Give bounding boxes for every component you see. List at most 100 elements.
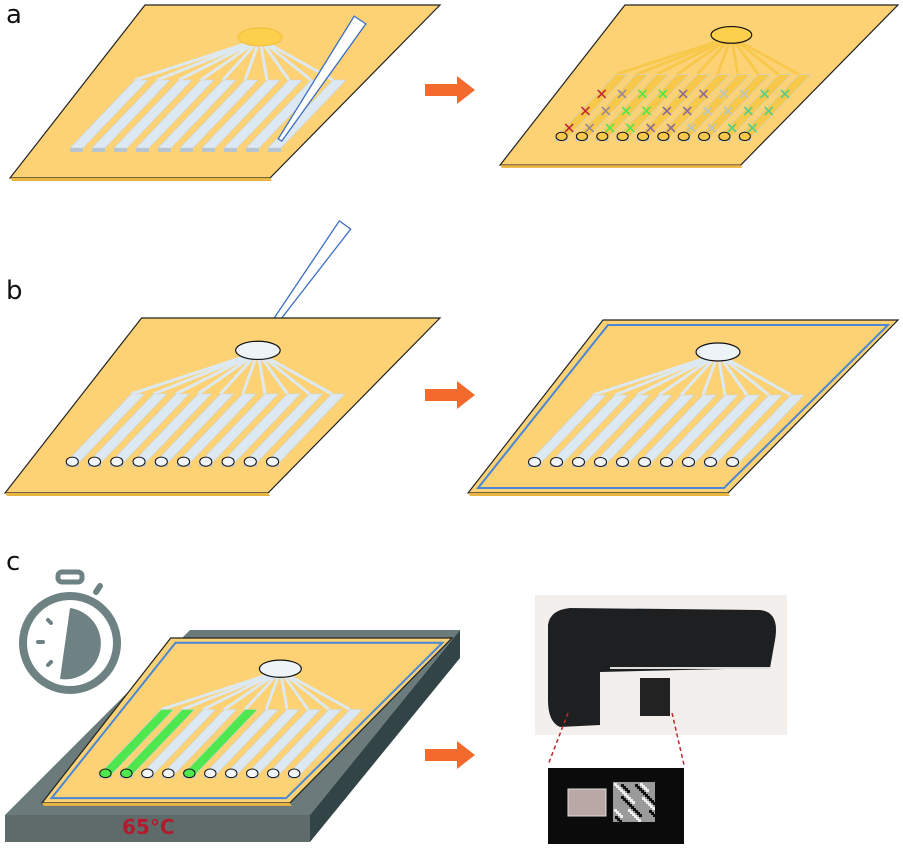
well	[199, 456, 213, 467]
channel-edge	[136, 148, 149, 152]
pipette-icon	[277, 15, 367, 143]
heater-block-side	[310, 630, 460, 842]
dna-primer	[617, 89, 627, 99]
well	[555, 131, 568, 142]
panel-label-c: c	[6, 547, 21, 577]
temperature-label: 65°C	[122, 815, 175, 839]
well	[575, 131, 588, 142]
qr-module	[634, 815, 637, 818]
feeder-channel	[197, 351, 259, 396]
qr-module	[631, 806, 634, 809]
arrow-right-icon	[425, 76, 475, 104]
reader-slot	[640, 678, 670, 716]
qr-module	[636, 817, 639, 820]
qr-module	[645, 794, 648, 797]
qr-module	[632, 801, 635, 804]
dna-primer	[727, 123, 737, 133]
well	[616, 131, 629, 142]
qr-module	[641, 790, 644, 793]
well	[698, 131, 711, 142]
qr-module	[621, 796, 624, 799]
channel-edge	[92, 148, 105, 152]
channel-edge	[114, 148, 127, 152]
qr-module	[618, 787, 621, 790]
qr-module	[626, 795, 629, 798]
chip-plate-edge	[10, 178, 272, 181]
channel-edge	[70, 148, 83, 152]
chip-plate-edge	[500, 165, 743, 168]
qr-module	[637, 786, 640, 789]
well	[154, 456, 168, 467]
qr-module	[630, 811, 633, 814]
qr-module	[648, 803, 651, 806]
feeder-channel	[676, 35, 733, 76]
qr-module	[643, 792, 646, 795]
dna-primer	[678, 89, 688, 99]
well	[616, 457, 629, 467]
well	[183, 768, 196, 779]
channel-edge	[224, 148, 237, 152]
dna-primer	[580, 106, 590, 116]
qr-module	[624, 793, 627, 796]
stopwatch-crown	[55, 569, 85, 585]
qr-module	[644, 787, 647, 790]
qr-module	[633, 808, 636, 811]
qr-module	[642, 797, 645, 800]
well	[704, 457, 717, 467]
well	[110, 456, 124, 467]
stopwatch-button	[93, 583, 103, 595]
dna-primer	[641, 106, 652, 116]
arrow-right-icon	[425, 381, 475, 409]
qr-module	[635, 810, 638, 813]
channel-edge	[158, 148, 171, 152]
qr-module	[632, 813, 635, 816]
qr-module	[649, 810, 652, 813]
qr-module	[630, 799, 633, 802]
qr-module	[620, 815, 623, 818]
well	[572, 457, 585, 467]
dna-primer	[597, 89, 607, 99]
feeder-channel	[156, 37, 261, 82]
stopwatch-elapsed	[60, 608, 101, 680]
well	[221, 456, 235, 467]
qr-module	[627, 802, 630, 805]
well	[657, 131, 670, 142]
heater-block-front	[5, 815, 310, 842]
qr-module	[615, 816, 618, 819]
qr-module	[616, 785, 619, 788]
qr-module	[616, 811, 619, 814]
dna-primer	[739, 89, 749, 99]
dna-primer	[747, 123, 758, 133]
panel-label-b: b	[6, 276, 23, 306]
qr-module	[638, 819, 641, 822]
well	[65, 456, 79, 467]
qr-module	[625, 800, 628, 803]
reader-device-photo	[535, 595, 787, 844]
zoom-line-left	[547, 712, 569, 766]
feeder-channel	[175, 350, 259, 396]
stopwatch-icon	[19, 569, 121, 694]
qr-module	[639, 788, 642, 791]
dna-primer	[658, 89, 668, 99]
chip-plate-edge	[5, 493, 271, 497]
qr-module	[617, 818, 620, 821]
qr-module	[628, 797, 631, 800]
well	[162, 768, 175, 779]
dna-primer	[646, 123, 656, 133]
well	[176, 456, 191, 467]
qr-module	[639, 814, 642, 817]
well	[738, 131, 751, 142]
feeder-channel	[717, 352, 792, 397]
reservoir	[235, 340, 281, 361]
reservoir	[258, 659, 302, 678]
feeder-channel	[730, 35, 800, 76]
well	[594, 457, 607, 467]
feeder-channel	[257, 351, 333, 396]
qr-module	[653, 814, 656, 817]
well	[636, 131, 650, 142]
well	[132, 456, 146, 467]
sealing-border	[475, 324, 891, 489]
stopwatch-ring	[19, 592, 121, 694]
well	[246, 768, 259, 779]
qr-module	[653, 802, 656, 805]
